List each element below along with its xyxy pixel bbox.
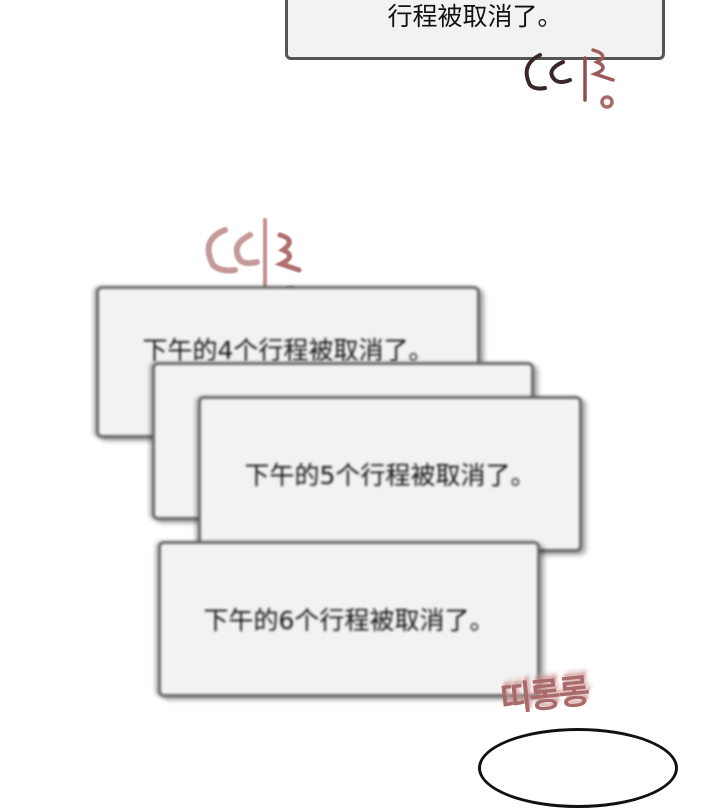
notification-text: 下午的4个行程被取消了。 (142, 336, 434, 365)
sfx-ttirong-1 (524, 48, 615, 109)
notification-box-6: 下午的6个行程被取消了。 (158, 541, 540, 697)
speech-bubble (478, 728, 678, 808)
notification-text: 行程被取消了。 (387, 2, 563, 31)
notification-box-5: 下午的5个行程被取消了。 (198, 396, 582, 552)
notification-box-top: 行程被取消了。 (285, 0, 665, 60)
sfx-ttirongrong: 띠롱롱 (498, 671, 591, 721)
notification-text: 下午的5个行程被取消了。 (244, 461, 536, 490)
notification-text: 下午的6个行程被取消了。 (203, 606, 495, 635)
